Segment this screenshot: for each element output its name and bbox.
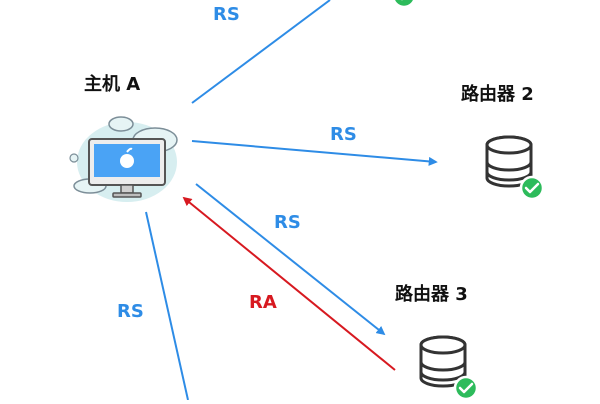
router-1-check-icon [392,0,416,9]
edge-label-rs-downward: RS [117,301,144,322]
host-a-label: 主机 A [84,74,141,95]
edge-label-rs-router-2: RS [330,124,357,145]
router-3-label: 路由器 3 [395,284,468,305]
edge-rs-to-router-1 [191,0,331,104]
host-a-computer-icon [69,116,178,202]
router-2-label: 路由器 2 [461,84,534,105]
edge-rs-downward [145,211,189,401]
router-3-database-icon [419,335,467,388]
edge-ra-from-router-3 [182,196,396,371]
edge-rs-to-router-2 [191,140,438,166]
edge-label-rs-router-3: RS [274,212,301,233]
router-3-check-icon [453,375,479,401]
edge-label-rs-router-1: RS [213,4,240,25]
edge-label-ra: RA [249,292,277,313]
router-2-check-icon [519,175,545,201]
router-2-database-icon [485,135,533,188]
edge-rs-to-router-3 [195,183,386,336]
